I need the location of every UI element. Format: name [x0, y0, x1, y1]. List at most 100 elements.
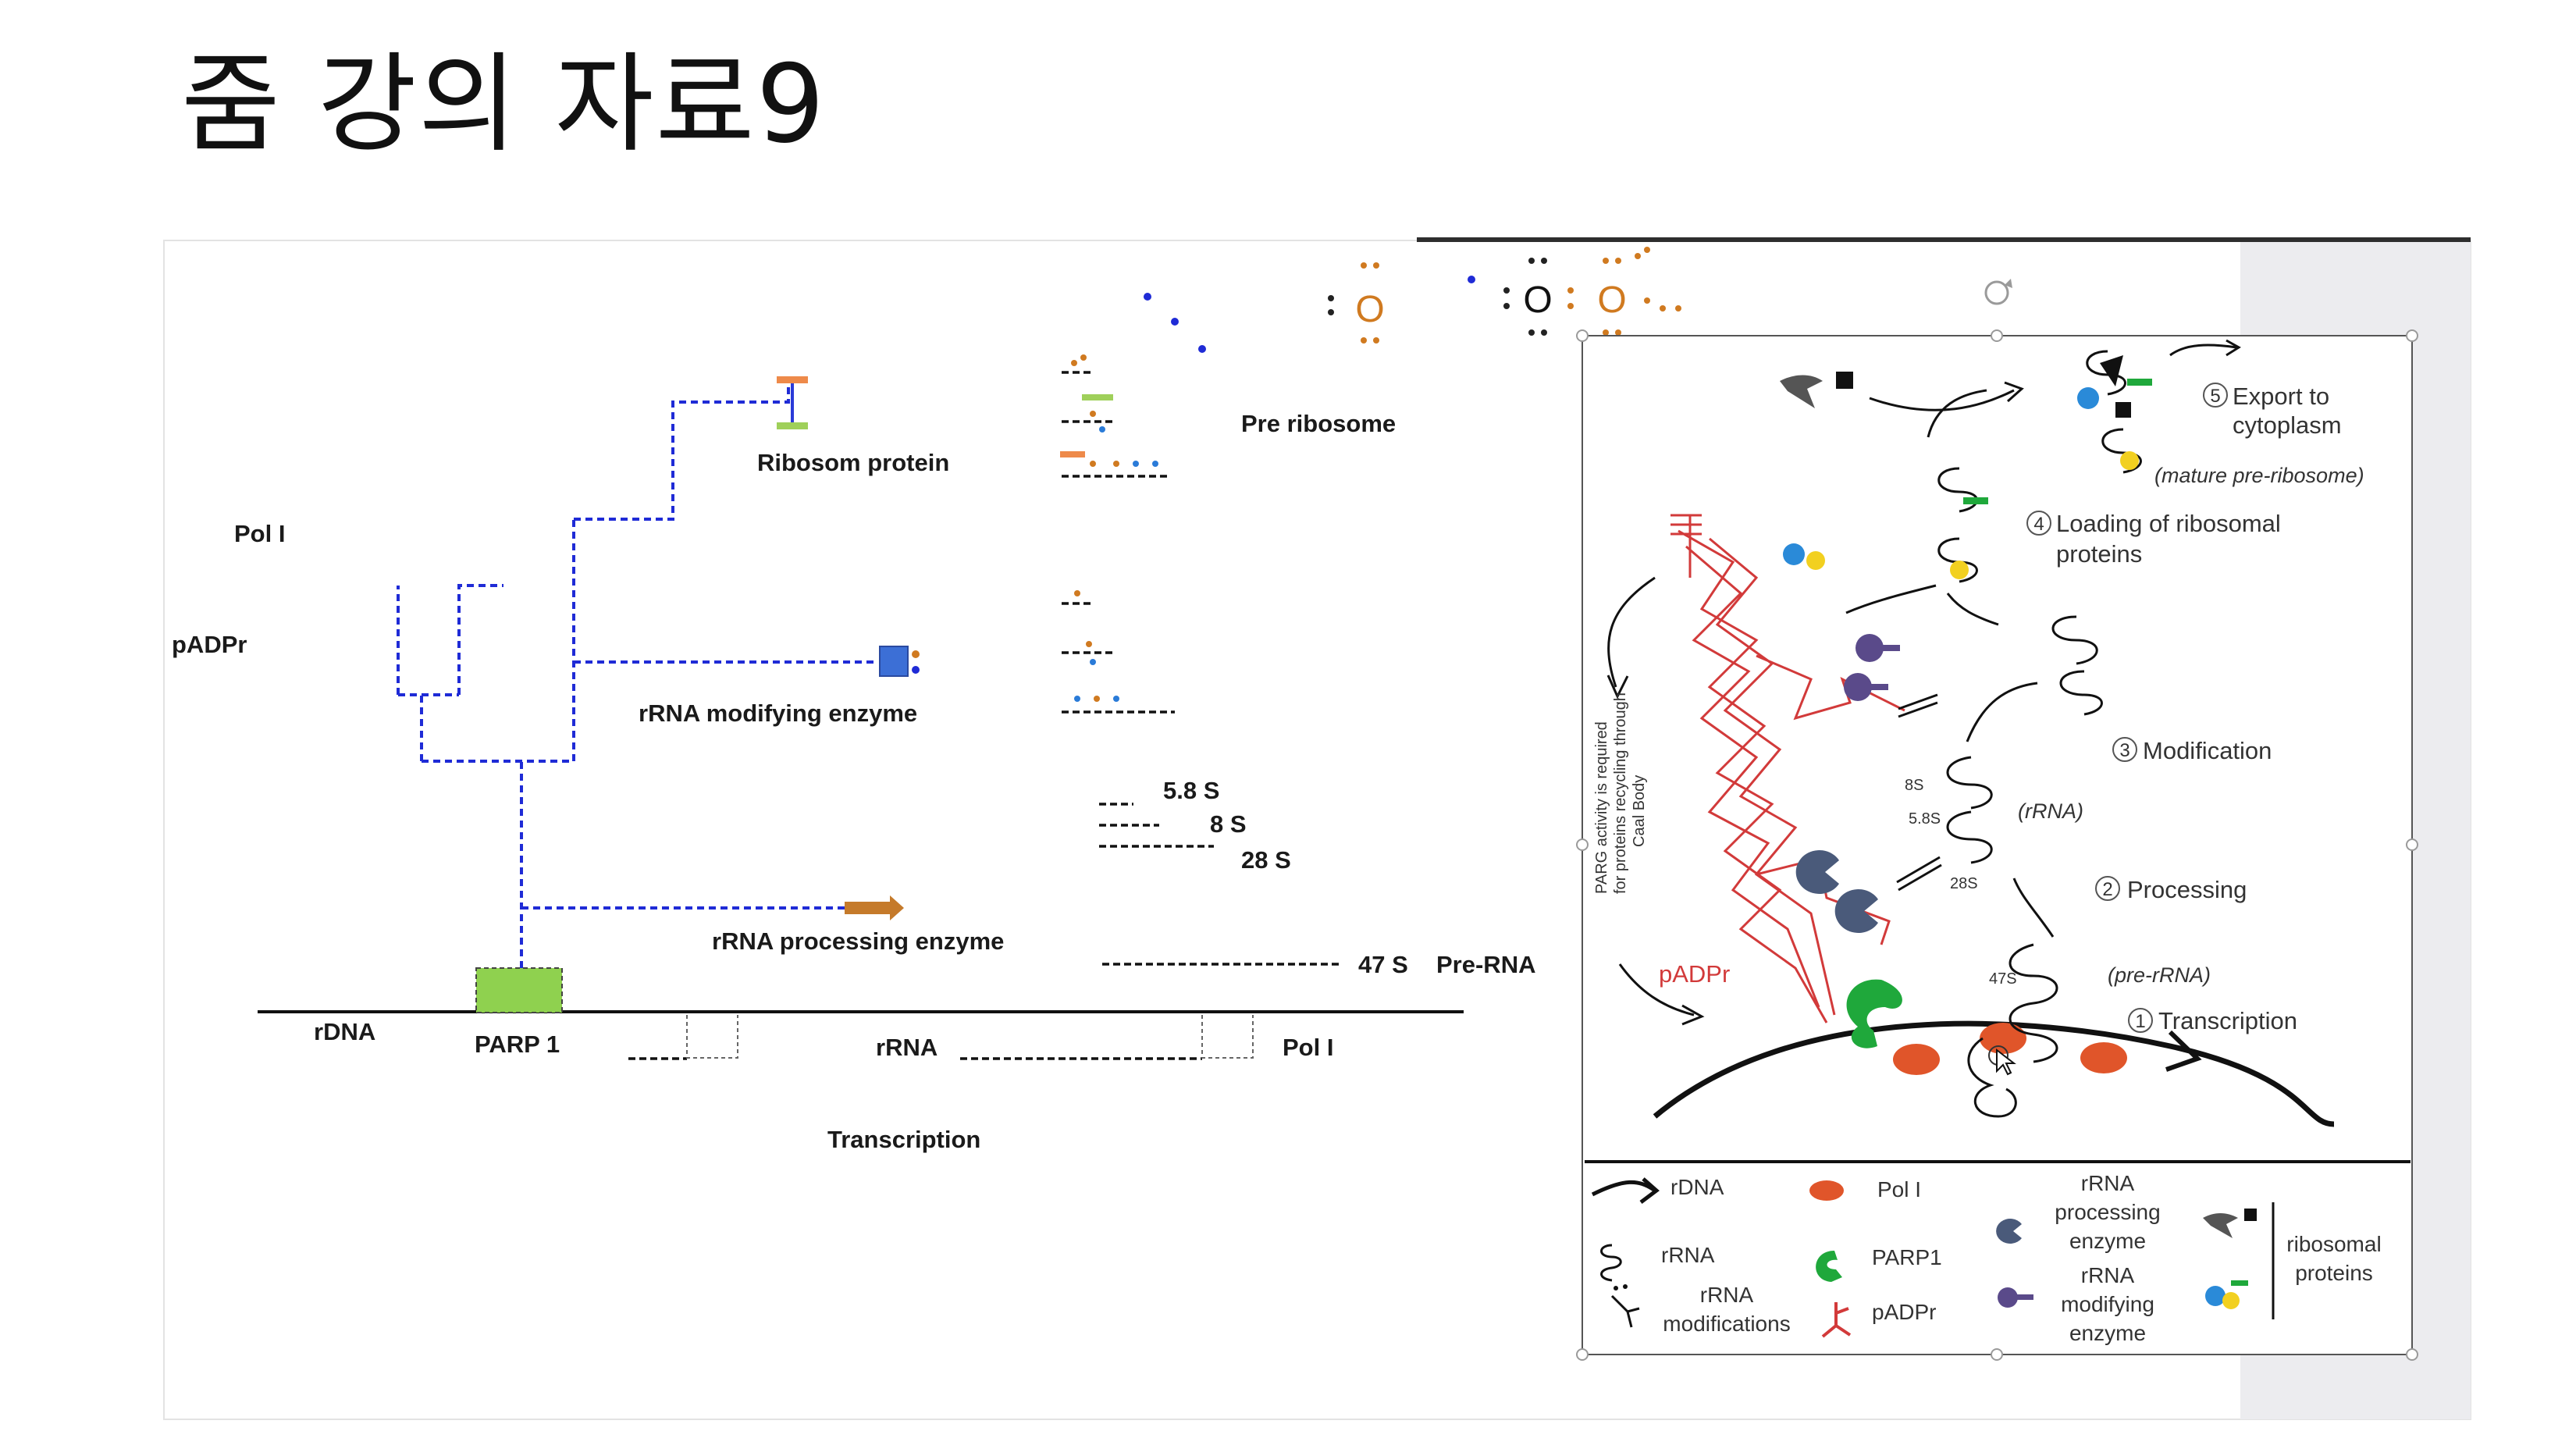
- legend-pol-i-icon: [1809, 1180, 1844, 1201]
- free-ribosomal-square: [1836, 372, 1853, 389]
- label-28s: 28 S: [1241, 846, 1291, 874]
- rotate-handle-icon[interactable]: [1984, 279, 2012, 305]
- mouse-cursor-icon: [1988, 1045, 2016, 1076]
- processing-enzyme-arrow: [845, 895, 904, 920]
- parp1-box: [475, 967, 563, 1013]
- legend-ribosomal-l2: proteins: [2295, 1261, 2373, 1285]
- blue-dot: [1198, 345, 1206, 353]
- step-transcription-label: Transcription: [2158, 1007, 2297, 1034]
- pre-rrna-squiggle: [2008, 943, 2058, 1063]
- svg-text:4: 4: [2033, 514, 2044, 535]
- loaded-protein-green: [1963, 497, 1988, 504]
- svg-text:O: O: [1597, 279, 1626, 321]
- export-arrowhead: [2226, 339, 2241, 357]
- svg-text:O: O: [1523, 279, 1552, 321]
- screenshot-top-edge: [1417, 237, 2471, 242]
- figure-frame: [1582, 335, 2413, 1355]
- pol-i-blob: [1893, 1044, 1940, 1075]
- mature-protein-green: [2127, 379, 2152, 386]
- svg-text:Caal Body: Caal Body: [1631, 775, 1648, 847]
- recycle-arrow: [1607, 576, 1656, 688]
- step-arrow: [2012, 878, 2055, 938]
- label-28s-small: 28S: [1950, 875, 1978, 892]
- label-8s: 8 S: [1210, 810, 1247, 838]
- legend-ribosomal-blue-icon: [2205, 1286, 2226, 1306]
- step-number-1: 1: [2128, 1008, 2153, 1033]
- legend-pol-i-label: Pol I: [1877, 1177, 1921, 1201]
- modified-rrna-squiggle: [2051, 615, 2103, 716]
- modifying-enzyme-dot: [912, 650, 920, 658]
- ribosome-biogenesis-figure: 1 2 3 4 5 Transcription Processing Modif…: [1576, 279, 2418, 1361]
- mature-protein-black: [2100, 355, 2123, 386]
- left-diagram: O O O Pol I pADPr Ribosom protein rRNA m…: [172, 247, 1681, 1153]
- pol-i-blob: [2080, 1042, 2127, 1073]
- pol-i-blob: [1980, 1023, 2026, 1054]
- legend-ribosomal-green-icon: [2231, 1280, 2248, 1286]
- label-8s-small: 8S: [1905, 777, 1923, 794]
- pre-ribosome-stack: [1060, 354, 1175, 714]
- blue-dot: [1171, 318, 1179, 326]
- legend-modifying-l1: rRNA: [2081, 1263, 2135, 1287]
- step-loading-label-2: proteins: [2056, 540, 2142, 568]
- legend-modifying-l3: enzyme: [2069, 1321, 2146, 1345]
- pre-rrna-label: (pre-rRNA): [2108, 963, 2211, 987]
- label-pre-rna: Pre-RNA: [1436, 951, 1535, 978]
- step-number-5: 5: [2203, 383, 2228, 408]
- modifying-enzyme-shape: [1856, 634, 1884, 662]
- selection-handles[interactable]: [1576, 329, 2418, 1361]
- label-padpr: pADPr: [172, 631, 247, 658]
- svg-text:O: O: [1355, 289, 1384, 330]
- label-pre-ribosome: Pre ribosome: [1241, 410, 1396, 437]
- label-rdna: rDNA: [314, 1018, 375, 1045]
- legend-modifying-stem: [2016, 1294, 2033, 1300]
- label-ribosome-protein: Ribosom protein: [757, 449, 949, 476]
- legend-ribosomal-l1: ribosomal: [2286, 1232, 2381, 1256]
- processing-enzyme-shape: [1834, 889, 1878, 933]
- mature-ribosome-squiggle: [2086, 350, 2142, 474]
- legend-modifying-l2: modifying: [2061, 1292, 2154, 1316]
- legend-processing-enzyme-icon: [1996, 1218, 2022, 1244]
- mature-protein-square: [2115, 402, 2131, 418]
- svg-text:5: 5: [2210, 386, 2220, 407]
- label-parp1: PARP 1: [475, 1031, 560, 1058]
- legend-modifications-icon: [1610, 1294, 1640, 1328]
- label-47s: 47 S: [1358, 951, 1408, 978]
- legend-rrna-icon: [1600, 1244, 1622, 1282]
- step-arrow: [1946, 593, 1999, 626]
- step-modification-label: Modification: [2143, 737, 2272, 764]
- svg-text:for proteins recycling through: for proteins recycling through: [1612, 692, 1629, 894]
- modifying-enzyme-dot: [912, 666, 920, 674]
- recycle-arrowhead: [1606, 675, 1629, 700]
- rrna-italic-label: (rRNA): [2018, 799, 2083, 823]
- exchange-arrow: [1898, 693, 1938, 718]
- free-ribosomal-protein: [1780, 375, 1823, 408]
- step-loading-label-1: Loading of ribosomal: [2056, 510, 2281, 537]
- slide-title: 줌 강의 자료9: [181, 41, 827, 167]
- oxygen-atom-3: O: [1597, 247, 1681, 336]
- label-5-8s: 5.8 S: [1163, 777, 1219, 804]
- legend-parp1-icon: [1816, 1251, 1842, 1282]
- ribosome-protein-top: [777, 376, 808, 383]
- legend-modifications-l1: rRNA: [1700, 1283, 1754, 1307]
- svg-text:3: 3: [2119, 740, 2129, 761]
- figure-legend: rDNA Pol I rRNA processing enzyme riboso…: [1591, 1171, 2382, 1345]
- padpr-branch-tips: [1670, 514, 1702, 578]
- padpr-polymer: [1678, 529, 1905, 1023]
- nascent-rrna-squiggle: [1967, 1037, 2017, 1118]
- modifying-enzyme-square: [879, 646, 909, 677]
- step-export-label-2: cytoplasm: [2233, 411, 2342, 439]
- mature-pre-ribosome-label: (mature pre-ribosome): [2154, 464, 2364, 487]
- modifying-enzyme-stem: [1881, 645, 1900, 651]
- legend-processing-l2: processing: [2055, 1200, 2160, 1224]
- padpr-arrow: [1618, 963, 1695, 1016]
- processed-rrna-squiggle: [1946, 756, 1993, 864]
- modifying-enzyme-shape: [1844, 673, 1872, 701]
- modifying-enzyme-stem: [1870, 684, 1888, 690]
- export-arrow: [2169, 344, 2237, 357]
- legend-processing-l1: rRNA: [2081, 1171, 2135, 1195]
- polymerase-bracket-left: [686, 1015, 738, 1059]
- legend-modifications-l2: modifications: [1663, 1312, 1790, 1336]
- polymerase-bracket-right: [1201, 1015, 1254, 1059]
- oxygen-atom-1: O: [1328, 262, 1385, 344]
